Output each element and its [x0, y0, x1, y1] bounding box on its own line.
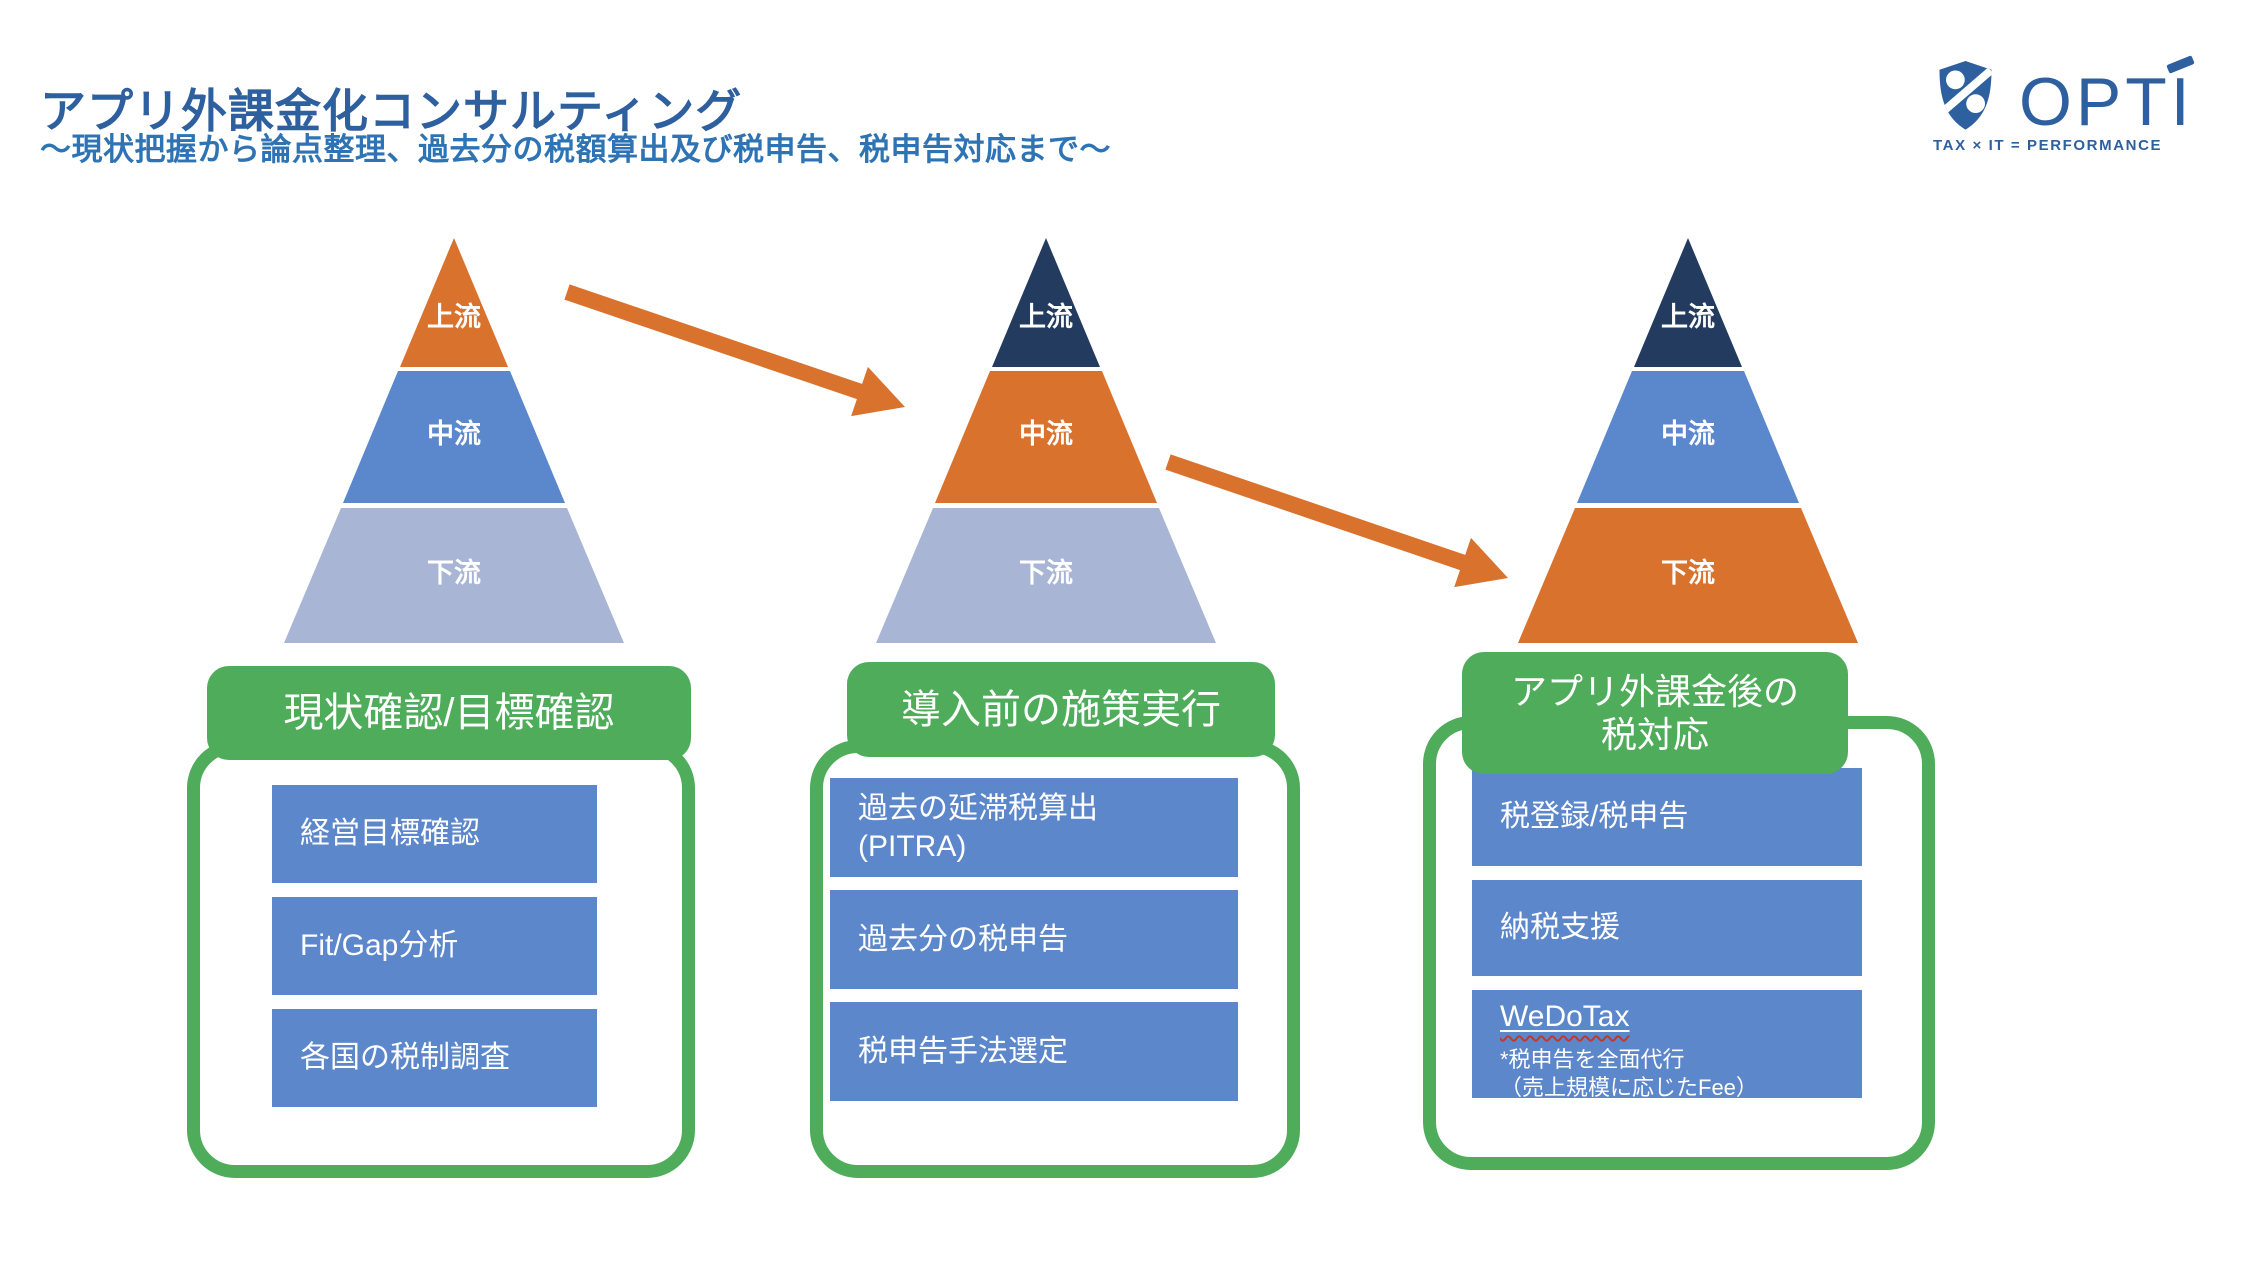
list-item: WeDoTax *税申告を全面代行 （売上規模に応じたFee）: [1472, 990, 1862, 1100]
logo: OPTI TAX × IT = PERFORMANCE: [1933, 54, 2203, 166]
pyramid-1: 上流 中流 下流: [284, 238, 624, 643]
list-item: 過去分の税申告: [830, 890, 1238, 989]
card-header: アプリ外課金後の 税対応: [1462, 652, 1848, 774]
list-item: Fit/Gap分析: [272, 897, 597, 995]
item-label: Fit/Gap分析: [300, 929, 459, 963]
card-header: 導入前の施策実行: [847, 662, 1275, 757]
pyramid-layer-label: 上流: [1661, 302, 1715, 332]
list-item: 各国の税制調査: [272, 1009, 597, 1107]
card-header-label: 導入前の施策実行: [901, 687, 1221, 732]
item-label: 納税支援: [1500, 911, 1620, 945]
item-label: 税登録/税申告: [1500, 800, 1689, 834]
card-header: 現状確認/目標確認: [207, 666, 691, 760]
pyramid-layer-bottom: [876, 508, 1216, 643]
item-label: 過去の延滞税算出: [858, 792, 1098, 825]
logo-tagline: TAX × IT = PERFORMANCE: [1933, 137, 2163, 154]
card-header-label: 現状確認/目標確認: [283, 691, 615, 735]
pyramid-3: 上流 中流 下流: [1518, 238, 1858, 643]
pyramid-layer-label: 下流: [1019, 558, 1073, 588]
pyramid-layer-label: 中流: [1019, 419, 1073, 449]
list-item: 過去の延滞税算出 (PITRA): [830, 778, 1238, 877]
pyramid-layer-label: 中流: [1661, 419, 1715, 449]
pyramid-layer-label: 中流: [427, 419, 481, 449]
list-item: 納税支援: [1472, 880, 1862, 976]
pyramid-2: 上流 中流 下流: [876, 238, 1216, 643]
list-item: 税登録/税申告: [1472, 768, 1862, 866]
item-note: *税申告を全面代行: [1500, 1046, 1685, 1072]
pyramid-layer-label: 下流: [427, 558, 481, 588]
item-label: 過去分の税申告: [858, 922, 1068, 956]
item-label: 税申告手法選定: [858, 1034, 1068, 1068]
page-subtitle: ～現状把握から論点整理、過去分の税額算出及び税申告、税申告対応まで～: [40, 132, 1111, 167]
pyramid-layer-bottom: [1518, 508, 1858, 643]
list-item: 経営目標確認: [272, 785, 597, 883]
pyramid-layer-label: 下流: [1661, 558, 1715, 588]
list-item: 税申告手法選定: [830, 1002, 1238, 1101]
pyramid-layer-label: 上流: [1019, 302, 1073, 332]
item-label: 各国の税制調査: [300, 1041, 510, 1075]
item-note: （売上規模に応じたFee）: [1500, 1075, 1758, 1101]
wedotax-label: WeDoTax: [1500, 1000, 1630, 1033]
item-label: (PITRA): [858, 829, 967, 863]
logo-shield-icon: [1939, 61, 1992, 130]
pyramid-layer-bottom: [284, 508, 624, 643]
item-label: 経営目標確認: [300, 817, 480, 851]
card-header-label: アプリ外課金後の: [1510, 670, 1799, 712]
page-title: アプリ外課金化コンサルティング: [40, 84, 743, 137]
logo-wordmark: OPTI: [2019, 64, 2194, 140]
flow-arrow-2: [1165, 454, 1508, 588]
card-header-label: 税対応: [1600, 714, 1709, 755]
pyramid-layer-label: 上流: [427, 302, 481, 332]
